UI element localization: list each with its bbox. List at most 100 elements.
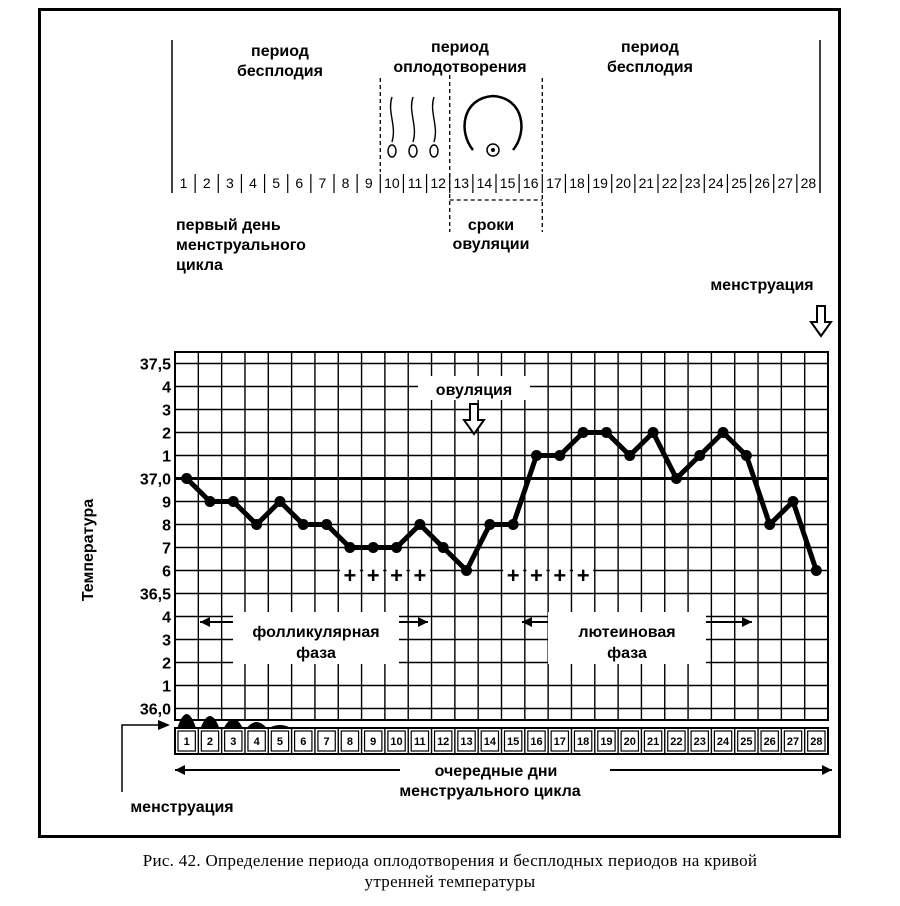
plus-sign-bg — [363, 564, 384, 588]
menstruation-arrow-icon — [809, 305, 833, 338]
x-tick-label: 16 — [530, 736, 542, 748]
temperature-point — [484, 519, 496, 530]
day-number-box — [667, 730, 686, 752]
sperm-tail — [389, 96, 395, 143]
fertile-period-label: оплодотворения — [393, 59, 526, 76]
temperature-point — [810, 565, 822, 576]
follicular-phase-arrow-left-head — [200, 617, 210, 627]
first-day-label: первый день — [176, 217, 281, 234]
x-axis-label: менструального цикла — [399, 783, 580, 800]
top-scale-day-number: 27 — [777, 175, 793, 191]
temperature-point — [624, 450, 636, 461]
top-scale-day-number: 17 — [546, 175, 562, 191]
day-number-box — [597, 730, 616, 752]
menstruation-pointer-line — [121, 724, 160, 792]
luteal-phase-arrow-left-head — [522, 617, 532, 627]
y-tick-label: 37,5 — [140, 357, 171, 374]
temperature-point — [181, 473, 193, 484]
bleeding-marker — [177, 714, 196, 727]
temperature-point — [577, 427, 589, 438]
ovulation-sign-plus: + — [367, 563, 380, 588]
top-scale-day-number: 21 — [639, 175, 655, 191]
top-scale-day-number: 18 — [569, 175, 585, 191]
x-tick-label: 1 — [184, 736, 190, 748]
sperm-tail — [431, 96, 437, 143]
y-tick-label: 2 — [162, 426, 171, 443]
top-scale-day-number: 1 — [180, 175, 188, 191]
day-number-box — [620, 730, 640, 752]
y-tick-label: 1 — [162, 679, 171, 696]
x-tick-label: 22 — [670, 736, 682, 748]
temperature-point — [694, 450, 706, 461]
y-tick-label: 4 — [162, 380, 171, 397]
day-number-box — [224, 730, 243, 752]
temperature-point — [530, 450, 542, 461]
temperature-point — [227, 496, 239, 507]
day-number-box — [713, 730, 733, 752]
y-tick-label: 6 — [162, 564, 171, 581]
y-tick-label: 36,5 — [140, 587, 171, 604]
ovulation-window-label: овуляции — [453, 236, 530, 253]
luteal-phase-label: фаза — [607, 645, 647, 662]
x-tick-label: 20 — [624, 736, 636, 748]
day-number-box — [643, 730, 663, 752]
cycle-days-arrow-left-head — [175, 765, 185, 775]
top-scale-day-number: 7 — [319, 175, 327, 191]
ovulation-window-label: сроки — [468, 217, 514, 234]
top-scale-day-number: 10 — [384, 175, 400, 191]
top-scale-day-number: 4 — [249, 175, 257, 191]
first-day-label: менструального — [176, 237, 306, 254]
y-tick-label: 2 — [162, 656, 171, 673]
follicular-phase-label: фолликулярная — [252, 624, 379, 641]
infertile-right-label: период — [621, 39, 679, 56]
top-scale-day-number: 24 — [708, 175, 724, 191]
ovulation-sign-plus: + — [390, 563, 403, 588]
ovulation-label: овуляция — [436, 382, 512, 399]
x-tick-label: 9 — [370, 736, 376, 748]
day-number-box — [317, 730, 336, 752]
day-number-box — [433, 730, 453, 752]
plus-sign-bg — [549, 564, 570, 588]
ovum-icon — [463, 94, 523, 151]
x-tick-label: 21 — [647, 736, 659, 748]
bleeding-marker — [224, 719, 243, 727]
temperature-point — [670, 473, 682, 484]
x-tick-label: 13 — [460, 736, 472, 748]
x-tick-label: 15 — [507, 736, 519, 748]
ovulation-sign-plus: + — [530, 563, 543, 588]
temperature-point — [297, 519, 309, 530]
x-tick-label: 6 — [300, 736, 306, 748]
y-tick-label: 1 — [162, 449, 171, 466]
top-scale-day-number: 19 — [592, 175, 608, 191]
menstruation-pointer-head — [158, 720, 170, 730]
bleeding-marker — [200, 716, 219, 727]
x-tick-label: 7 — [324, 736, 330, 748]
infertile-left-label: бесплодия — [237, 63, 323, 80]
top-scale-day-number: 20 — [615, 175, 631, 191]
day-number-box — [247, 730, 266, 752]
luteal-label-top-bg — [548, 612, 706, 632]
x-tick-label: 12 — [437, 736, 449, 748]
y-tick-label: 36,0 — [140, 702, 171, 719]
cycle-days-arrow-right-head — [822, 765, 832, 775]
ovulation-sign-plus: + — [577, 563, 590, 588]
fertile-period-label: период — [431, 39, 489, 56]
x-tick-label: 23 — [694, 736, 706, 748]
ovulation-arrow-icon — [462, 403, 486, 436]
temperature-point — [600, 427, 612, 438]
sperm-cell-icon — [408, 144, 418, 158]
temperature-line — [184, 430, 819, 573]
top-scale-day-number: 23 — [685, 175, 701, 191]
temperature-point — [414, 519, 426, 530]
temperature-point — [204, 496, 216, 507]
bleeding-marker — [270, 725, 289, 727]
luteal-phase-label: лютеиновая — [578, 624, 675, 641]
x-tick-label: 28 — [810, 736, 822, 748]
temperature-point — [274, 496, 286, 507]
temperature-point — [717, 427, 729, 438]
x-tick-label: 3 — [230, 736, 236, 748]
top-scale-day-number: 15 — [500, 175, 516, 191]
day-number-box — [807, 730, 826, 752]
day-number-box — [480, 730, 500, 752]
